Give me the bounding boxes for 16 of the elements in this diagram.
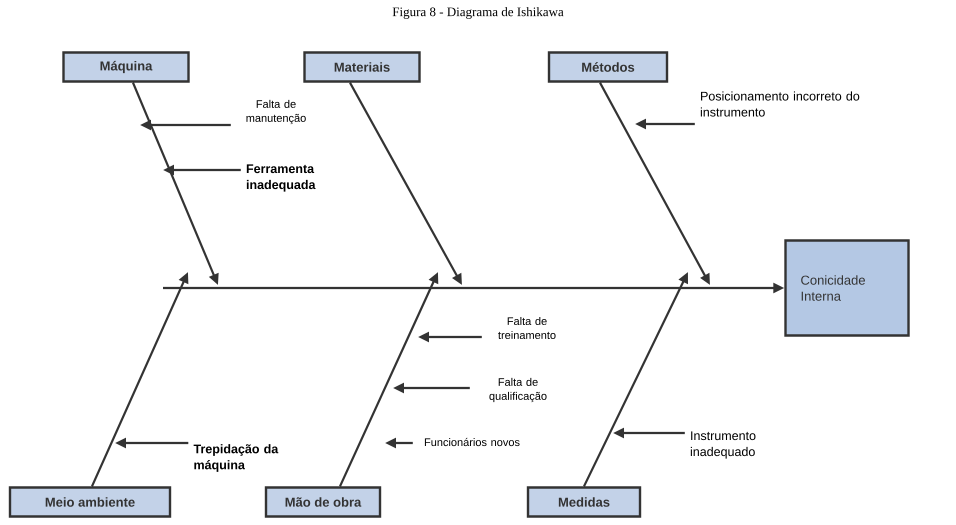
cause-text: Falta de qualificação xyxy=(489,378,547,402)
cause-text: Ferramenta inadequada xyxy=(246,164,316,192)
category-box: Máquina xyxy=(62,51,190,83)
category-box: Métodos xyxy=(548,51,668,83)
category-box: Mão de obra xyxy=(264,486,382,518)
category-box: Meio ambiente xyxy=(8,486,172,518)
cause-text: Falta de treinamento xyxy=(498,316,556,340)
figure-title: Figura 8 - Diagrama de Ishikawa xyxy=(392,7,564,19)
effect-box: Conicidade Interna xyxy=(784,239,910,337)
category-box: Medidas xyxy=(526,486,642,518)
cause-text: Posicionamento incorreto do instrumento xyxy=(700,91,860,117)
cause-text: Trepidação da máquina xyxy=(194,444,278,472)
cause-text: Instrumento inadequado xyxy=(690,431,756,459)
category-box: Materiais xyxy=(303,51,421,83)
cause-text: Funcionários novos xyxy=(424,438,520,446)
cause-text: Falta de manutenção xyxy=(246,100,306,124)
